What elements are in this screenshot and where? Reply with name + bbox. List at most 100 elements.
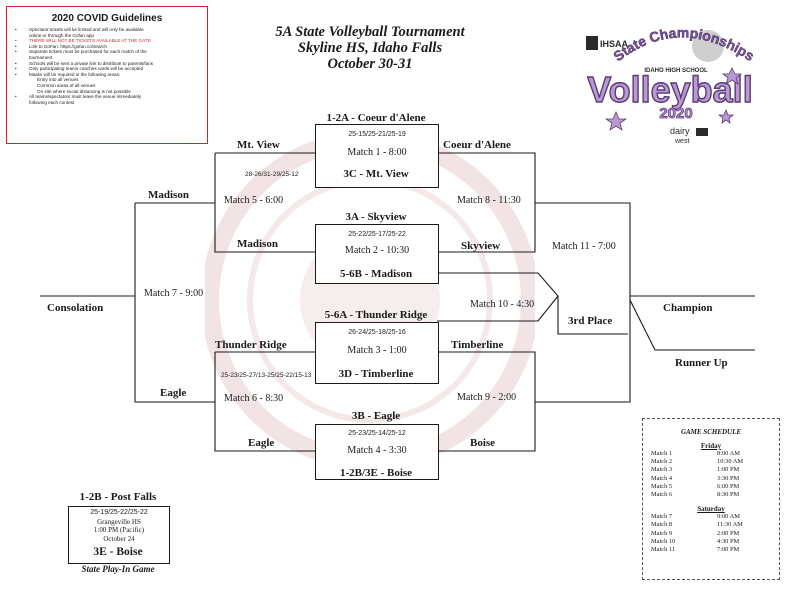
match-7-label: Match 7 - 9:00: [144, 288, 204, 299]
schedule-match: Match 2: [651, 458, 673, 466]
schedule-time: 6:00 PM: [717, 482, 740, 490]
guideline-item: Masks will be required in the following …: [15, 72, 203, 78]
idaho-shape-icon: [586, 36, 598, 50]
guideline-item: tournament: [29, 54, 53, 60]
schedule-time: 3:30 PM: [717, 474, 740, 482]
guideline-item: Schools will be sent a private link to d…: [15, 61, 203, 67]
schedule-row: Match 1 8:00 AM: [643, 450, 779, 458]
guideline-item: following each contest: [29, 99, 75, 105]
playin-top-seed: 1-2B - Post Falls: [79, 491, 157, 503]
schedule-time: 11:30 AM: [717, 521, 743, 529]
guideline-item: THERE WILL NOT BE TICKETS AVAILABLE AT T…: [15, 38, 203, 44]
guideline-item: Spectator tickets will be limited and wi…: [15, 27, 203, 33]
star-icon: [604, 110, 628, 131]
playin-bottom-seed: 3E - Boise: [93, 546, 143, 558]
schedule-match: Match 11: [651, 545, 676, 553]
schedule-row: Match 5 6:00 PM: [643, 483, 779, 491]
schedule-time: 8:30 PM: [717, 490, 740, 498]
schedule-row: Match 4 3:30 PM: [643, 475, 779, 483]
schedule-match: Match 7: [651, 513, 673, 521]
match-2-score: 25-22/25-17/25-22: [348, 231, 406, 238]
match-10-label: Match 10 - 4:30: [470, 299, 535, 310]
match-1-bottom-seed: 3C - Mt. View: [343, 168, 409, 180]
guidelines-list: Spectator tickets will be limited and wi…: [7, 27, 207, 105]
guideline-item: Common areas of all venues: [37, 82, 96, 88]
right-m1-winner: Coeur d'Alene: [443, 139, 511, 151]
schedule-row: Match 6 8:30 PM: [643, 491, 779, 499]
cow-icon: [696, 128, 708, 136]
guideline-item: Separate tickets must be purchased for e…: [15, 49, 203, 55]
match-1-top-seed: 1-2A - Coeur d'Alene: [326, 112, 426, 124]
match-11-label: Match 11 - 7:00: [552, 241, 616, 252]
match-3-bottom-seed: 3D - Timberline: [338, 368, 414, 380]
match-8-label: Match 8 - 11:30: [457, 195, 521, 206]
logo-org: IHSAA: [600, 39, 629, 49]
logo-year: 2020: [659, 105, 692, 122]
schedule-time: 9:00 AM: [717, 513, 740, 521]
match-1-label: Match 1 - 8:00: [347, 147, 407, 158]
player-silhouette-icon: [692, 30, 724, 62]
guidelines-title: 2020 COVID Guidelines: [51, 13, 163, 24]
schedule-title: GAME SCHEDULE: [680, 428, 742, 436]
playin-score: 25-19/25-22/25-22: [90, 509, 148, 516]
schedule-match: Match 6: [651, 490, 673, 498]
schedule-match: Match 5: [651, 482, 673, 490]
match-2-label: Match 2 - 10:30: [344, 245, 410, 256]
guideline-item: Entry into all venues: [37, 77, 79, 83]
title-line-3: October 30-31: [327, 56, 413, 72]
playin-date: October 24: [103, 534, 135, 543]
schedule-match: Match 8: [651, 521, 673, 529]
schedule-row: Match 2 10:30 AM: [643, 458, 779, 466]
schedule-row: Match 7 9:00 AM: [643, 513, 779, 521]
schedule-match: Match 10: [651, 537, 676, 545]
match-3-label: Match 3 - 1:00: [347, 345, 407, 356]
left-m4-winner: Eagle: [248, 437, 275, 449]
right-m4-winner: Boise: [470, 437, 496, 449]
left-m1-winner: Mt. View: [237, 139, 280, 151]
match-6-label: Match 6 - 8:30: [224, 393, 284, 404]
right-m2-winner: Skyview: [461, 240, 501, 252]
state-championships-logo: IHSAA State Championships IDAHO HIGH SCH…: [586, 24, 754, 145]
match-9-label: Match 9 - 2:00: [457, 392, 517, 403]
match-4-top-seed: 3B - Eagle: [351, 410, 401, 422]
logo-subtitle: IDAHO HIGH SCHOOL: [644, 68, 708, 74]
schedule-time: 10:30 AM: [717, 458, 744, 466]
schedule-row: Match 8 11:30 AM: [643, 521, 779, 529]
runner-up-label: Runner Up: [675, 357, 728, 369]
playin-venue: Grangeville HS: [97, 517, 141, 526]
match-6-score: 25-23/25-27/13-25/25-22/15-13: [221, 372, 312, 379]
match-2-bottom-seed: 5-6B - Madison: [339, 268, 413, 280]
match-5-label: Match 5 - 6:00: [224, 195, 284, 206]
title-line-1: 5A State Volleyball Tournament: [275, 24, 465, 40]
match-1-score: 25-15/25-21/25-19: [348, 131, 406, 138]
playin-time: 1:00 PM (Pacific): [93, 526, 145, 535]
right-m3-winner: Timberline: [451, 339, 504, 351]
schedule-time: 8:00 AM: [717, 450, 740, 457]
logo-sponsor-2: west: [674, 138, 689, 145]
tournament-title: 5A State Volleyball Tournament Skyline H…: [250, 24, 490, 72]
logo-sponsor-1: dairy: [670, 126, 690, 136]
schedule-friday-label: Friday: [700, 442, 722, 450]
guideline-item: Link to GoFan: https://gofan.co/search: [15, 44, 203, 50]
star-icon: [721, 67, 743, 85]
star-icon: [717, 108, 735, 124]
third-place-label: 3rd Place: [568, 315, 613, 327]
guideline-item: All teams/spectators must leave the venu…: [15, 94, 203, 100]
schedule-match: Match 1: [651, 450, 673, 457]
playin-box: 25-19/25-22/25-22 Grangeville HS 1:00 PM…: [68, 506, 170, 564]
match-2-box: 25-22/25-17/25-22 Match 2 - 10:30: [315, 224, 439, 284]
match-5-winner: Madison: [148, 189, 189, 201]
match-3-score: 26-24/25-18/25-16: [348, 329, 406, 336]
match-4-score: 25-23/25-14/25-12: [348, 430, 406, 437]
schedule-time: 2:00 PM: [717, 529, 740, 537]
schedule-match: Match 4: [651, 474, 673, 482]
covid-guidelines-panel: 2020 COVID Guidelines Spectator tickets …: [6, 6, 208, 144]
schedule-saturday-label: Saturday: [697, 505, 725, 514]
